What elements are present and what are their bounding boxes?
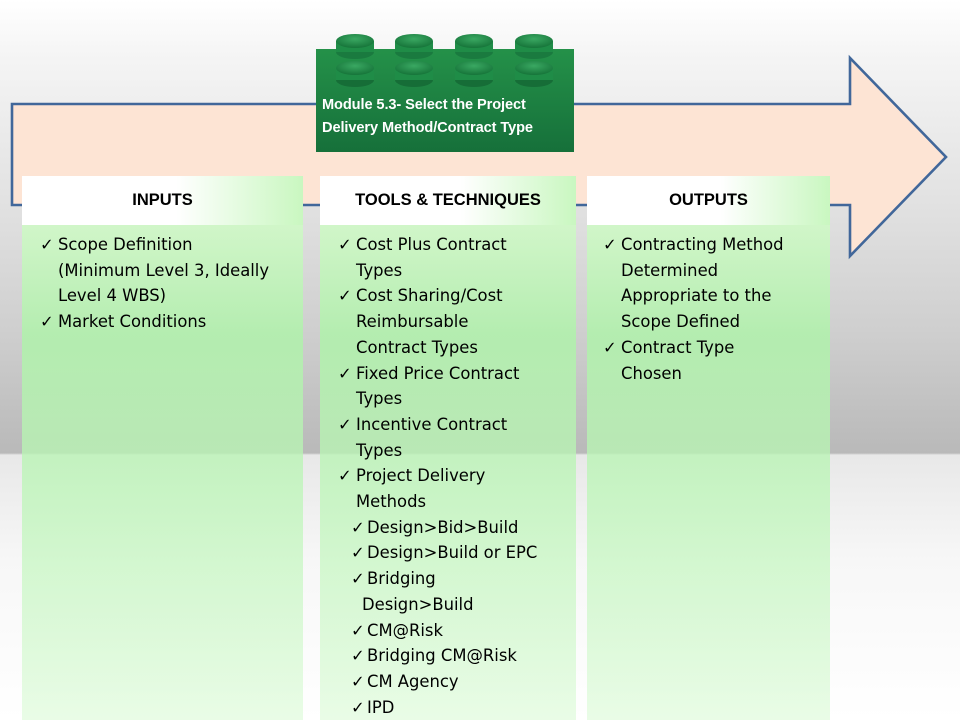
sub-list-item: ✓ Design>Build or EPC (320, 540, 576, 566)
inputs-header: INPUTS (22, 176, 303, 225)
checkmark-icon: ✓ (603, 337, 617, 357)
checkmark-icon: ✓ (40, 312, 54, 332)
outputs-header: OUTPUTS (587, 176, 830, 225)
sub-list-item: ✓ CM@Risk (320, 618, 576, 644)
checkmark-icon: ✓ (40, 235, 54, 254)
tools-techniques-column: TOOLS & TECHNIQUES ✓ Cost Plus Contract … (320, 176, 576, 720)
list-item: ✓ Scope Definition (Minimum Level 3, Ide… (22, 232, 303, 309)
lego-brick (316, 34, 574, 152)
checkmark-icon: ✓ (351, 697, 365, 717)
outputs-column: OUTPUTS ✓ Contracting Method Determined … (587, 176, 830, 720)
checkmark-icon: ✓ (351, 543, 365, 563)
checkmark-icon: ✓ (351, 517, 365, 537)
module-title: Module 5.3- Select the Project Delivery … (322, 94, 572, 140)
checkmark-icon: ✓ (351, 569, 365, 589)
sub-list-item: ✓ Bridging Design>Build (320, 566, 576, 617)
sub-list-item: ✓ Bridging CM@Risk (320, 643, 576, 669)
outputs-list: ✓ Contracting Method Determined Appropri… (587, 232, 830, 386)
list-item: ✓ Cost Sharing/Cost Reimbursable Contrac… (320, 283, 576, 360)
list-item: ✓ Contracting Method Determined Appropri… (587, 232, 830, 335)
list-item: ✓ Project Delivery Methods (320, 463, 576, 514)
checkmark-icon: ✓ (338, 363, 352, 383)
sub-list-item: ✓ IPD (320, 695, 576, 720)
list-item: ✓ Fixed Price Contract Types (320, 361, 576, 412)
module-title-line-1: Module 5.3- Select the Project (322, 97, 526, 113)
checkmark-icon: ✓ (351, 646, 365, 666)
brick-studs-back (336, 34, 553, 59)
list-item: ✓ Incentive Contract Types (320, 412, 576, 463)
tools-list: ✓ Cost Plus Contract Types ✓ Cost Sharin… (320, 232, 576, 720)
tools-techniques-header: TOOLS & TECHNIQUES (320, 176, 576, 225)
checkmark-icon: ✓ (351, 620, 365, 640)
checkmark-icon: ✓ (603, 235, 617, 254)
checkmark-icon: ✓ (338, 414, 352, 434)
module-title-line-2: Delivery Method/Contract Type (322, 120, 533, 136)
sub-list-item: ✓ CM Agency (320, 669, 576, 695)
list-item: ✓ Contract Type Chosen (587, 335, 830, 386)
checkmark-icon: ✓ (338, 286, 352, 306)
checkmark-icon: ✓ (338, 466, 352, 486)
list-item: ✓ Cost Plus Contract Types (320, 232, 576, 283)
checkmark-icon: ✓ (338, 235, 352, 254)
inputs-column: INPUTS ✓ Scope Definition (Minimum Level… (22, 176, 303, 720)
brick-studs-front (336, 61, 553, 87)
list-item: ✓ Market Conditions (22, 309, 303, 335)
inputs-list: ✓ Scope Definition (Minimum Level 3, Ide… (22, 232, 303, 335)
checkmark-icon: ✓ (351, 671, 365, 691)
sub-list-item: ✓ Design>Bid>Build (320, 515, 576, 541)
